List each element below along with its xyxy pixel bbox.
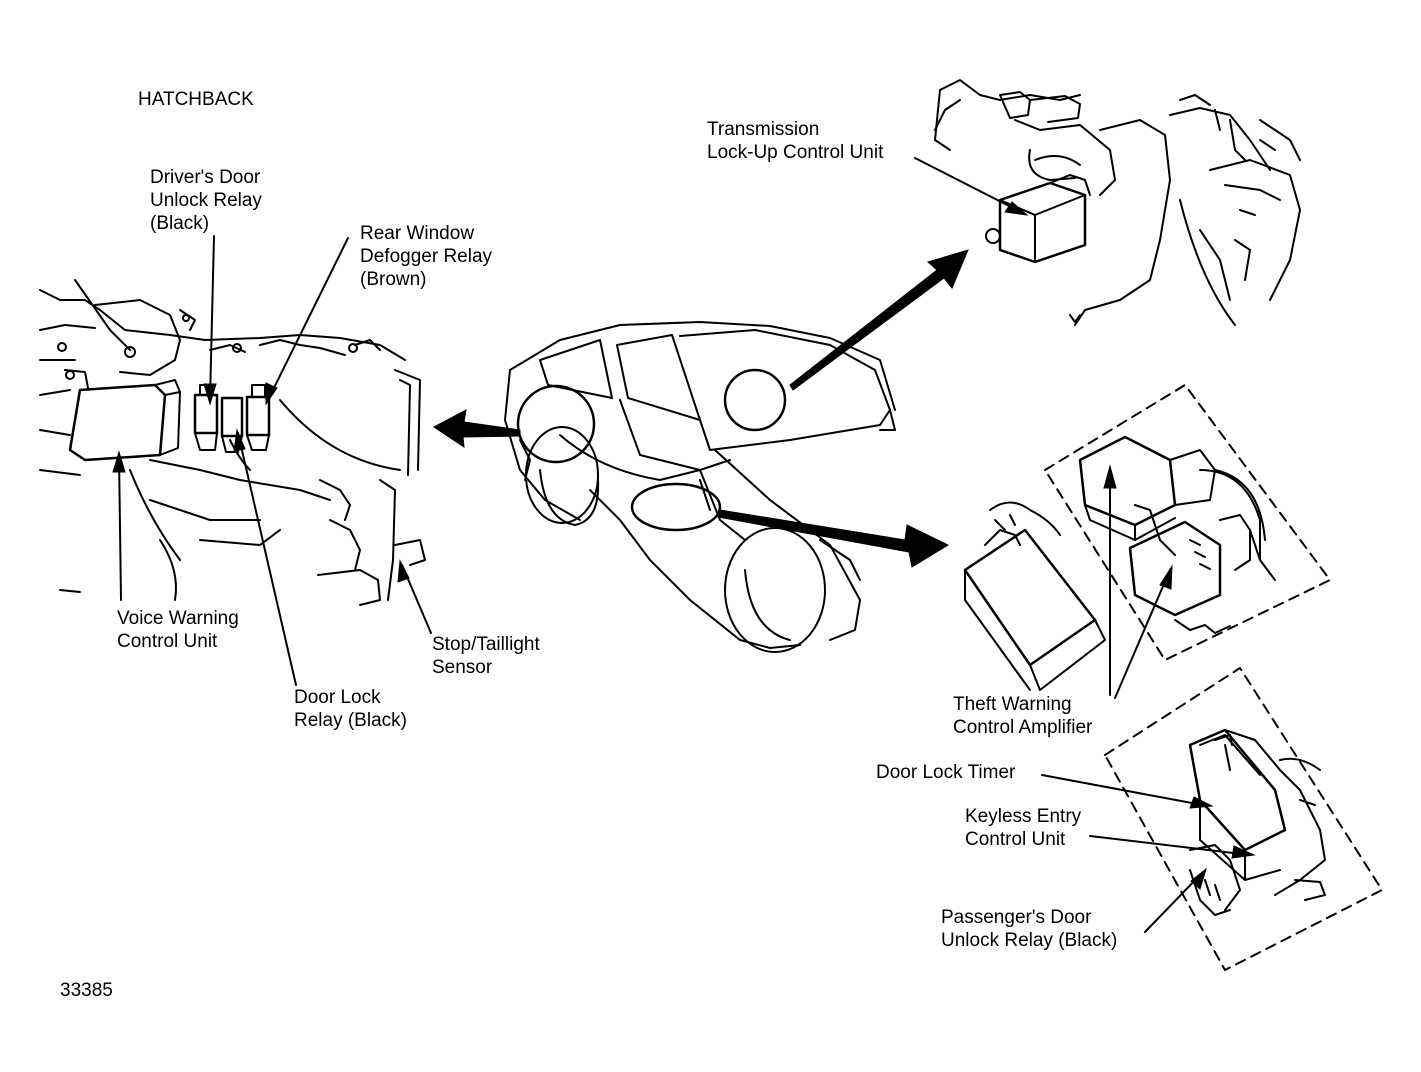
keyless-entry-arrowhead (1231, 845, 1256, 859)
theft-arrowhead-1 (1103, 464, 1117, 489)
theft-leader-line-2 (1114, 569, 1171, 699)
car-outline-illustration (504, 321, 896, 653)
door-lock-relay-arrowhead (233, 428, 246, 452)
transmission-arrowhead (1004, 201, 1029, 216)
passenger-relay-arrowhead (1190, 867, 1207, 890)
diagram-title: HATCHBACK (138, 89, 254, 110)
lower-right-arrow (717, 509, 950, 568)
drivers-relay-arrowhead (203, 383, 217, 406)
voice-warning-arrowhead (112, 450, 126, 473)
figure-number: 33385 (60, 980, 113, 1001)
upper-right-arrow (789, 249, 969, 391)
door-lock-timer-arrowhead (1189, 796, 1214, 809)
theft-warning-detail (963, 384, 1331, 691)
transmission-leader-line (914, 157, 1024, 214)
stop-taillight-arrowhead (397, 559, 410, 583)
transmission-area-illustration (934, 79, 1301, 326)
left-leader-lines (118, 235, 432, 686)
keyless-entry-leader (1089, 835, 1251, 856)
theft-arrowhead-2 (1159, 564, 1173, 590)
door-lock-timer-label: Door Lock Timer (876, 762, 1016, 783)
rear-relay-arrowhead (265, 382, 278, 406)
keyless-entry-detail (1104, 667, 1383, 971)
door-lock-timer-leader (1041, 774, 1209, 807)
left-double-arrow (433, 409, 521, 449)
rear-hatch-area-illustration (39, 279, 426, 606)
